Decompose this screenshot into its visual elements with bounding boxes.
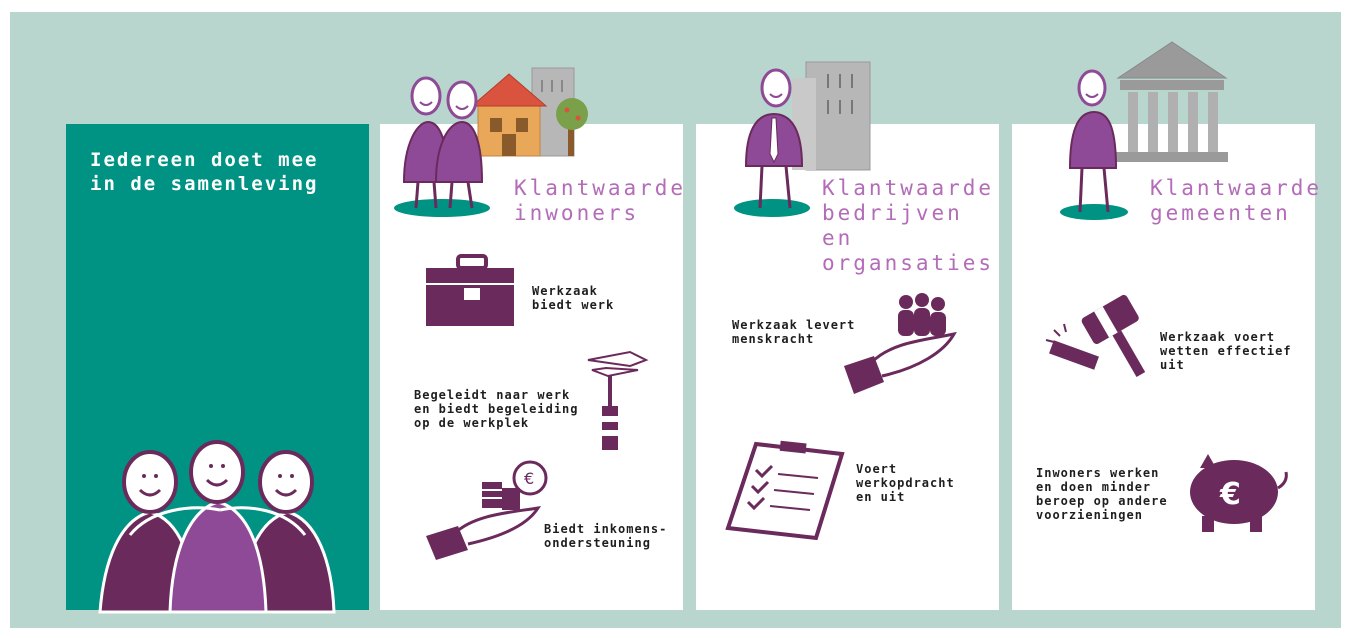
column-title-inwoners: Klantwaarde inwoners — [514, 176, 687, 225]
business-person-icon — [734, 61, 871, 217]
signpost-icon — [587, 350, 649, 450]
item-voert-werkopdrachten-uit: Voert werkopdracht en uit — [856, 462, 955, 504]
svg-text:€: € — [524, 469, 534, 488]
item-werkzaak-levert-menskracht: Werkzaak levert menskracht — [732, 318, 856, 346]
gemeenten-panel — [1012, 124, 1315, 610]
item-biedt-inkomensondersteuning: Biedt inkomens- ondersteuning — [544, 522, 668, 550]
coins-hand-icon: € — [426, 460, 548, 560]
people-hand-icon — [844, 293, 957, 394]
piggy-bank-euro-icon: € — [1190, 454, 1288, 532]
svg-text:€: € — [1219, 477, 1241, 512]
briefcase-icon — [426, 254, 514, 326]
column-title-bedrijven: Klantwaarde bedrijven en organsaties — [822, 176, 995, 275]
residents-house-icon — [394, 67, 588, 217]
intro-title: Iedereen doet mee in de samenleving — [90, 149, 319, 195]
clipboard-checklist-icon — [725, 440, 845, 541]
item-inwoners-werken: Inwoners werken en doen minder beroep op… — [1036, 466, 1168, 522]
three-people-icon — [98, 440, 336, 614]
government-building-icon — [1060, 41, 1228, 220]
column-title-gemeenten: Klantwaarde gemeenten — [1150, 176, 1323, 225]
gavel-icon — [1045, 294, 1146, 378]
item-werkzaak-biedt-werk: Werkzaak biedt werk — [532, 284, 615, 312]
item-werkzaak-voert-wetten-uit: Werkzaak voert wetten effectief uit — [1160, 330, 1292, 372]
item-begeleidt-naar-werk: Begeleidt naar werk en biedt begeleiding… — [414, 388, 579, 430]
